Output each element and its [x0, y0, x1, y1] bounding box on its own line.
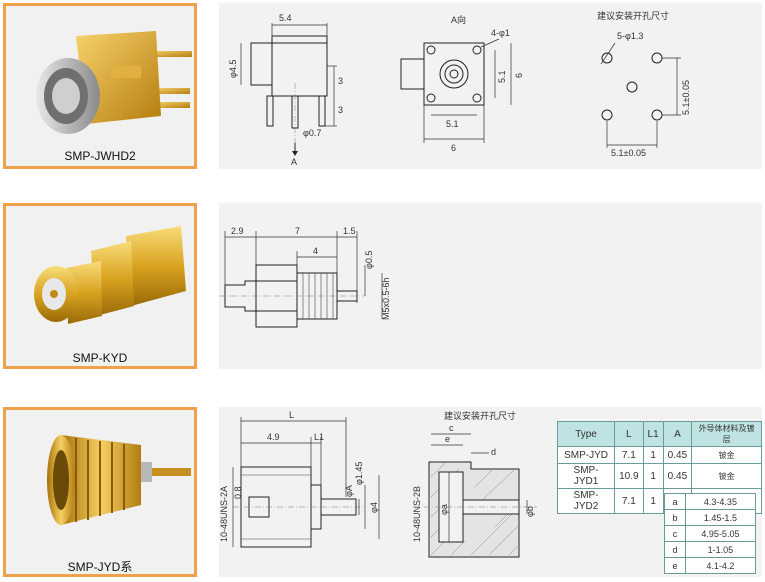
dim-label: 5.1	[446, 119, 459, 129]
table-cell: SMP-JYD2	[556, 488, 616, 514]
dim-label: φ1.45	[354, 462, 364, 485]
dim-label: L1	[314, 432, 324, 442]
dim-label: 6	[451, 143, 456, 153]
dim-label: φA	[344, 485, 354, 497]
view-label: A	[291, 157, 297, 167]
dim-label: 3	[338, 105, 343, 115]
dim-label: φ0.7	[303, 128, 321, 138]
connector-illustration	[36, 31, 192, 134]
dim-label: 0.8	[233, 486, 243, 499]
dim-label: 5-φ1.3	[617, 31, 643, 41]
table-cell: 7.1	[614, 446, 644, 464]
dim-label: c	[449, 423, 454, 433]
table-header-row: Type L L1 A 外导体材料及镀层	[556, 421, 762, 447]
table-row: SMP-JYD1 10.9 1 0.45 铍金	[556, 463, 762, 489]
product-name: SMP-KYD	[72, 351, 128, 365]
table-cell: SMP-JYD	[556, 446, 616, 464]
connector-illustration	[47, 435, 191, 525]
table-cell: 10.9	[614, 463, 644, 489]
dim-label: φ0.5	[364, 251, 374, 269]
spec-table: Type L L1 A 外导体材料及镀层 SMP-JYD 7.1 1 0.45 …	[556, 421, 762, 514]
dim-label: 4	[313, 246, 318, 256]
product-name: SMP-JWHD2	[64, 149, 136, 163]
table-cell: 0.45	[662, 446, 693, 464]
dim-label: φ4.5	[228, 60, 238, 78]
drawing-panel-smp-jyd: L 4.9 L1 10-48UNS-2A 0.8 φA φ1.45 φ4 建议安…	[219, 407, 762, 577]
table-cell: 0.45	[662, 463, 693, 489]
product-name: SMP-JYD系	[67, 560, 133, 574]
technical-drawing: 5.4 φ4.5 3 3 φ0.7 A A向 4-φ1 5.1 6	[228, 10, 691, 167]
table-cell: b	[664, 509, 686, 526]
dim-label: 4.9	[267, 432, 280, 442]
table-cell: SMP-JYD1	[556, 463, 616, 489]
product-photo-smp-jwhd2: SMP-JWHD2	[3, 3, 197, 169]
dim-label: φa	[439, 504, 449, 515]
drawing-panel-smp-jwhd2: 5.4 φ4.5 3 3 φ0.7 A A向 4-φ1 5.1 6	[219, 3, 762, 169]
table-cell: 1	[642, 463, 664, 489]
dim-label: 5.1±0.05	[611, 148, 646, 158]
dim-label: 1.5	[343, 226, 356, 236]
technical-drawing: L 4.9 L1 10-48UNS-2A 0.8 φA φ1.45 φ4 建议安…	[219, 410, 537, 558]
dim-label: 10-48UNS-2A	[219, 486, 229, 542]
technical-drawing: 2.9 7 1.5 4 φ0.5 M5x0.5-6h	[219, 226, 391, 328]
dim-label: 5.1	[497, 70, 507, 83]
dim-label: 2.9	[231, 226, 244, 236]
table-cell: 1	[642, 488, 664, 514]
table-cell: 4.1-4.2	[684, 557, 757, 574]
dim-label: 10-48UNS-2B	[412, 486, 422, 542]
table-cell: d	[664, 541, 686, 558]
table-header-cell: Type	[556, 421, 616, 447]
table-cell: 1	[642, 446, 664, 464]
dim-label: 6	[514, 73, 524, 78]
side-view: 5.4 φ4.5 3 3 φ0.7 A	[228, 13, 343, 167]
dim-label: 4-φ1	[491, 28, 510, 38]
table-cell: 7.1	[614, 488, 644, 514]
view-title: 建议安装开孔尺寸	[597, 10, 669, 21]
table-cell: a	[664, 493, 686, 510]
dim-label: e	[445, 434, 450, 444]
table-cell: 4.3-4.35	[684, 493, 757, 510]
view-title: 建议安装开孔尺寸	[444, 410, 516, 421]
product-photo-smp-kyd: SMP-KYD	[3, 203, 197, 369]
mounting-pattern: 建议安装开孔尺寸 5-φ1.3 5.1±0.05 5.1±0.05	[597, 10, 691, 158]
dim-label: 5.1±0.05	[681, 80, 691, 115]
dim-label: φ4	[369, 502, 379, 513]
table-header-cell: L	[614, 421, 644, 447]
dim-label: d	[491, 447, 496, 457]
drawing-panel-smp-kyd: 2.9 7 1.5 4 φ0.5 M5x0.5-6h	[219, 203, 762, 369]
table-cell: e	[664, 557, 686, 574]
product-photo-smp-jyd: SMP-JYD系	[3, 407, 197, 577]
dim-label: 5.4	[279, 13, 292, 23]
table-cell: 1-1.05	[684, 541, 757, 558]
view-title: A向	[451, 14, 466, 25]
table-cell: c	[664, 525, 686, 542]
dim-label: L	[289, 410, 294, 420]
table-cell: 4.95-5.05	[684, 525, 757, 542]
connector-illustration	[34, 226, 186, 324]
table-header-cell: 外导体材料及镀层	[691, 421, 762, 447]
front-view: A向 4-φ1 5.1 6 5.1 6	[400, 14, 524, 153]
table-cell: 1.45-1.5	[684, 509, 757, 526]
table-row: SMP-JYD 7.1 1 0.45 铍金	[556, 446, 762, 464]
table-cell: 铍金	[691, 446, 762, 464]
dim-label: 7	[295, 226, 300, 236]
table-header-cell: A	[662, 421, 693, 447]
dim-label: φb	[525, 506, 535, 517]
table-header-cell: L1	[642, 421, 664, 447]
dim-label: M5x0.5-6h	[381, 277, 391, 320]
dim-label: 3	[338, 76, 343, 86]
table-cell: 铍金	[691, 463, 762, 489]
